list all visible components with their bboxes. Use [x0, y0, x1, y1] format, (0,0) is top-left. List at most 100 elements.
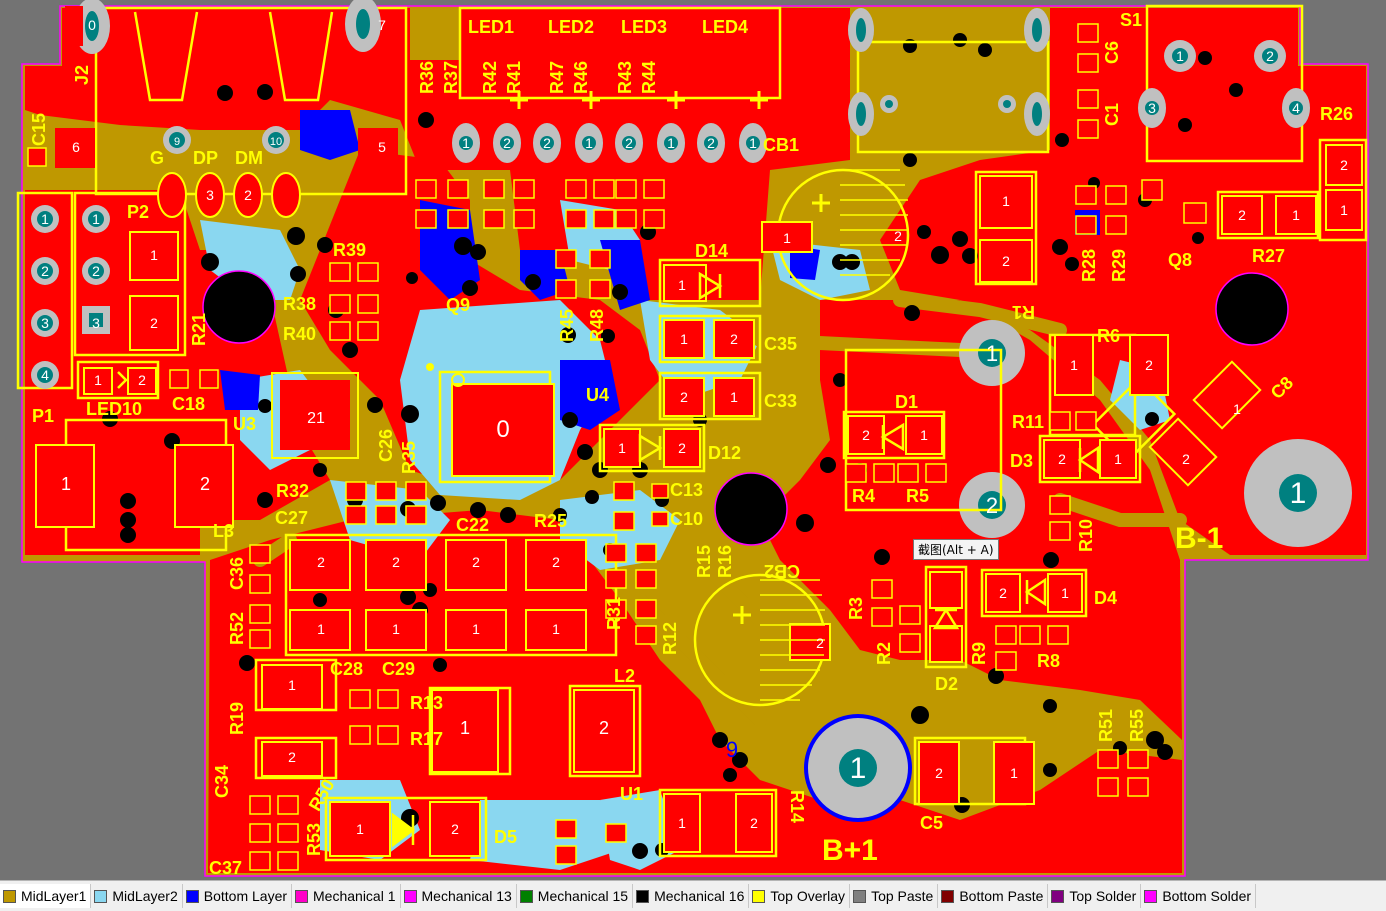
designator-r9: R9 [969, 642, 989, 665]
designator-r45: R45 [557, 309, 577, 342]
designator-r46: R46 [571, 61, 591, 94]
designator-r43: R43 [615, 61, 635, 94]
usb-connector-j2 [55, 0, 398, 218]
pad-num: 1 [41, 211, 49, 227]
designator-r44: R44 [639, 61, 659, 94]
pcb-viewport[interactable]: J2 C15 P2 P1 LED10 C18 U3 R21 R39 R38 R4… [0, 0, 1386, 880]
label-usb-dp: DP [193, 148, 218, 168]
designator-r12: R12 [660, 622, 680, 655]
layer-tab[interactable]: MidLayer1 [0, 884, 92, 908]
designator-c5: C5 [920, 813, 943, 833]
layer-tab[interactable]: Mechanical 1 [292, 884, 401, 908]
pad-number-labels: 1 2 1 2 1 2 1 2 3 4 1 2 3 6 5 9 10 0 7 3… [41, 17, 1348, 837]
designator-q9: Q9 [446, 295, 470, 315]
layer-color-swatch [853, 889, 867, 903]
designator-d14: D14 [695, 241, 728, 261]
designator-r16: R16 [715, 545, 735, 578]
pad-num: 2 [750, 815, 758, 831]
designator-r51: R51 [1096, 709, 1116, 742]
layer-color-swatch [403, 889, 417, 903]
ic-u3 [271, 372, 359, 459]
pad-num: 6 [72, 139, 80, 155]
layer-tab[interactable]: Bottom Layer [183, 884, 293, 908]
designator-c10: C10 [670, 509, 703, 529]
designator-c26: C26 [376, 429, 396, 462]
pad-num: 2 [1340, 157, 1348, 173]
pad-num: 2 [41, 263, 49, 279]
pad-num: 2 [92, 263, 100, 279]
designator-c34: C34 [212, 765, 232, 798]
pad-num: 2 [288, 749, 296, 765]
pad-num: 2 [1002, 253, 1010, 269]
silkscreen-designators: J2 C15 P2 P1 LED10 C18 U3 R21 R39 R38 R4… [29, 10, 1353, 878]
layer-tab-label: Top Paste [871, 888, 934, 904]
pad-num: 1 [1176, 48, 1184, 64]
designator-r42: R42 [480, 61, 500, 94]
designator-r6: R6 [1097, 326, 1120, 346]
layer-tab[interactable]: Bottom Solder [1141, 884, 1257, 908]
layer-tab[interactable]: Top Paste [850, 884, 939, 908]
layer-tab-label: Mechanical 13 [421, 888, 512, 904]
pad-num: 10 [270, 136, 282, 148]
pad-num: 1 [1233, 401, 1241, 417]
designator-d4: D4 [1094, 588, 1117, 608]
layer-color-swatch [636, 889, 650, 903]
pad-num: 1 [460, 718, 470, 738]
layer-tab[interactable]: MidLayer2 [91, 884, 183, 908]
pad-num: 1 [680, 331, 688, 347]
designator-c33: C33 [764, 391, 797, 411]
layer-tab[interactable]: Mechanical 13 [401, 884, 517, 908]
designator-r17: R17 [410, 729, 443, 749]
pad-num: 2 [451, 821, 459, 837]
pad-num: 2 [392, 554, 400, 570]
layer-color-swatch [1051, 889, 1065, 903]
layer-tab-label: MidLayer2 [112, 888, 178, 904]
designator-r2: R2 [874, 642, 894, 665]
pad-num: 2 [150, 315, 158, 331]
designator-c15: C15 [29, 113, 49, 146]
designator-led4: LED4 [702, 17, 748, 37]
designator-r1: R1 [1012, 302, 1035, 322]
designator-led1: LED1 [468, 17, 514, 37]
designator-u1: U1 [620, 784, 643, 804]
pad-num: 2 [862, 427, 870, 443]
designator-c13: C13 [670, 480, 703, 500]
designator-r5: R5 [906, 486, 929, 506]
pad-num: 1 [986, 341, 998, 366]
pad-num: 1 [392, 621, 400, 637]
layer-tab-label: Mechanical 16 [654, 888, 745, 904]
layer-tab-label: Top Solder [1069, 888, 1137, 904]
designator-c36: C36 [227, 557, 247, 590]
pad-num: 2 [200, 474, 210, 494]
layer-tab[interactable]: Mechanical 15 [517, 884, 634, 908]
layer-tab[interactable]: Mechanical 16 [633, 884, 750, 908]
pad-num: 1 [749, 135, 757, 151]
label-b-minus: B-1 [1175, 522, 1223, 555]
pad-num: 1 [1010, 765, 1018, 781]
designator-c27: C27 [275, 508, 308, 528]
designator-cb1: CB1 [763, 135, 799, 155]
designator-p1: P1 [32, 406, 54, 426]
layer-tab-label: Mechanical 1 [313, 888, 396, 904]
designator-r32: R32 [276, 481, 309, 501]
pad-num: 1 [730, 389, 738, 405]
pcb-canvas[interactable]: J2 C15 P2 P1 LED10 C18 U3 R21 R39 R38 R4… [0, 0, 1386, 880]
designator-r35: R35 [399, 441, 419, 474]
layer-color-swatch [941, 889, 955, 903]
pad-num: 1 [678, 815, 686, 831]
pad-num: 2 [678, 440, 686, 456]
pad-num: 2 [935, 765, 943, 781]
pad-num: 1 [618, 440, 626, 456]
designator-led10: LED10 [86, 399, 142, 419]
pad-num: 1 [61, 474, 71, 494]
designator-cb2: CB2 [764, 561, 800, 581]
layer-tab[interactable]: Top Solder [1048, 884, 1142, 908]
layer-tab[interactable]: Bottom Paste [938, 884, 1049, 908]
pad-num: 2 [599, 718, 609, 738]
pad-num: 2 [552, 554, 560, 570]
layer-tab[interactable]: Top Overlay [749, 884, 851, 908]
pad-num: 1 [1070, 357, 1078, 373]
designator-led3: LED3 [621, 17, 667, 37]
pad-num: 0 [88, 17, 96, 33]
pad-num: 1 [356, 821, 364, 837]
